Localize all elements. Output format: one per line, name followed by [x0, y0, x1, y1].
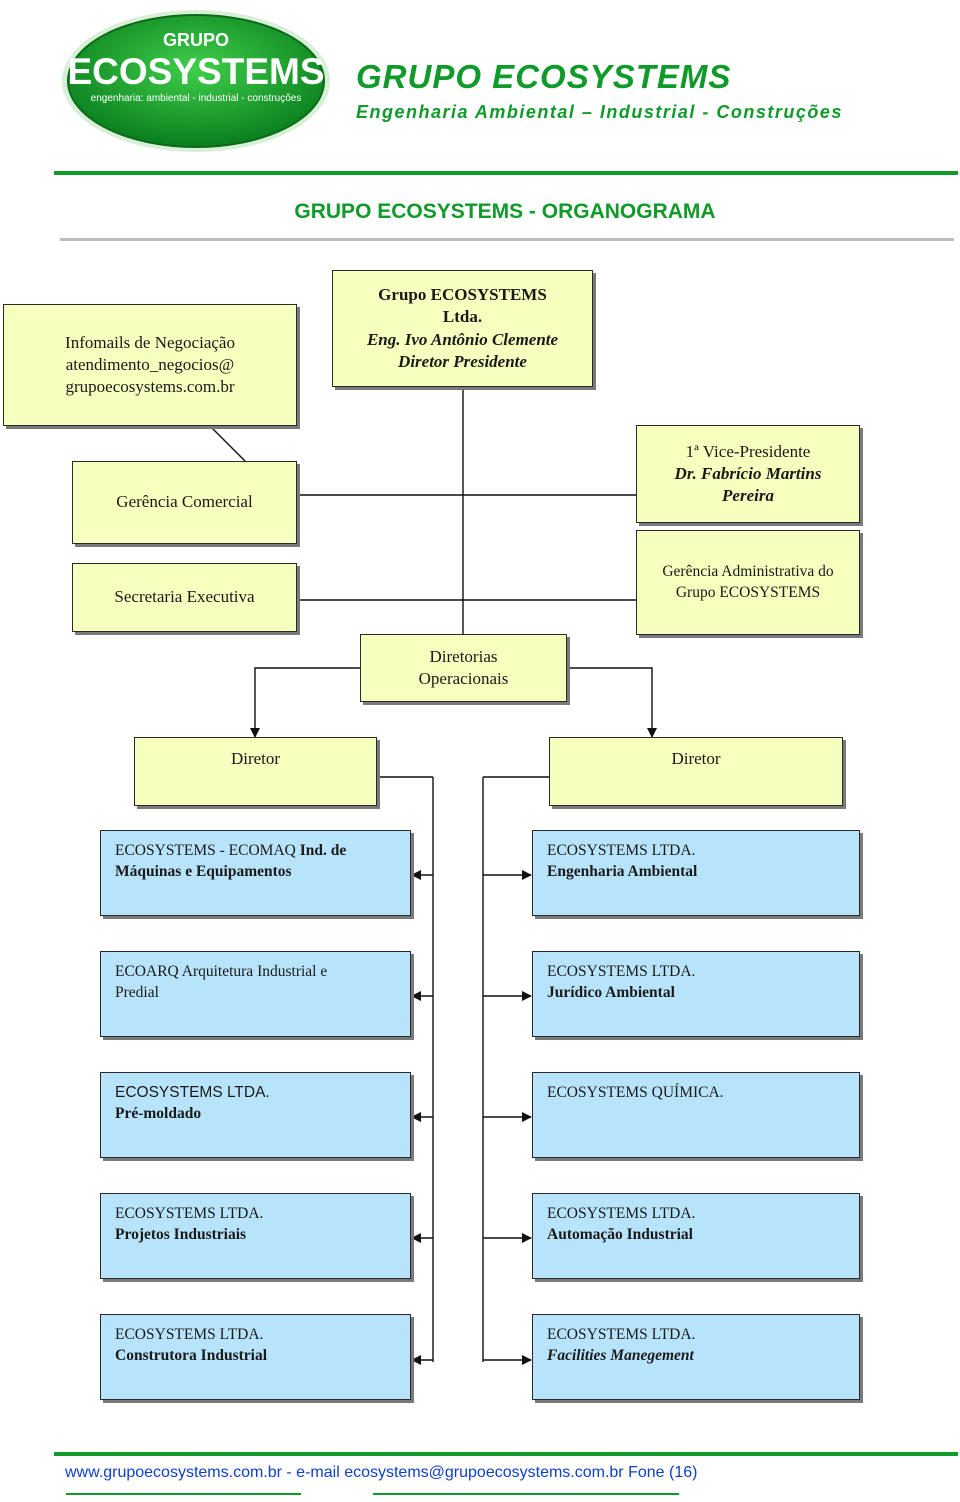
diretorias-operacionais-box: Diretorias Operacionais — [360, 634, 567, 702]
company-line2: Pré-moldado — [115, 1104, 202, 1122]
header-divider — [54, 171, 958, 175]
infomails-email-user: atendimento_negocios@ — [65, 354, 235, 374]
company-box-automacao: ECOSYSTEMS LTDA. Automação Industrial — [532, 1193, 860, 1279]
company-line2: Predial — [115, 983, 159, 1001]
footer-contact: www.grupoecosystems.com.br - e-mail ecos… — [65, 1464, 698, 1481]
vice-president-box: 1ª Vice-Presidente Dr. Fabrício Martins … — [636, 425, 860, 523]
company-line2: Construtora Industrial — [115, 1346, 268, 1364]
company-line1: ECOARQ Arquitetura Industrial e — [115, 963, 328, 980]
gerencia-administrativa-line2: Grupo ECOSYSTEMS — [675, 583, 821, 601]
company-box-projetos: ECOSYSTEMS LTDA. Projetos Industriais — [100, 1193, 411, 1279]
company-box-juridico-ambiental: ECOSYSTEMS LTDA. Jurídico Ambiental — [532, 951, 860, 1037]
gerencia-administrativa-line1: Gerência Administrativa do — [662, 563, 834, 581]
infomails-box: Infomails de Negociação atendimento_nego… — [3, 304, 297, 426]
footer-divider — [54, 1452, 958, 1456]
gerencia-comercial-label: Gerência Comercial — [116, 492, 253, 512]
title-underline — [60, 238, 954, 241]
svg-text:GRUPO: GRUPO — [163, 30, 229, 50]
president-name: Eng. Ivo Antônio Clemente — [366, 329, 559, 349]
president-company: Grupo ECOSYSTEMS — [378, 285, 547, 305]
company-line1: ECOSYSTEMS LTDA. — [547, 1326, 696, 1343]
company-line1: ECOSYSTEMS LTDA. — [547, 842, 696, 859]
diretorias-line1: Diretorias — [429, 646, 498, 666]
diretor-right-box: Diretor — [549, 737, 843, 806]
footer-rule-right — [373, 1493, 679, 1495]
infomails-email-domain: grupoecosystems.com.br — [65, 377, 235, 397]
company-box-facilities: ECOSYSTEMS LTDA. Facilities Manegement — [532, 1314, 860, 1400]
svg-text:ECOSYSTEMS: ECOSYSTEMS — [68, 51, 325, 92]
gerencia-comercial-box: Gerência Comercial — [72, 461, 297, 544]
company-line1: ECOSYSTEMS - ECOMAQ Ind. de — [115, 842, 347, 859]
vice-president-role: 1ª Vice-Presidente — [685, 441, 811, 461]
company-line2: Jurídico Ambiental — [547, 983, 675, 1001]
company-line1: ECOSYSTEMS LTDA. — [115, 1205, 264, 1222]
company-line1: ECOSYSTEMS QUÍMICA. — [547, 1084, 724, 1101]
vice-president-surname: Pereira — [722, 486, 774, 506]
company-line2: Projetos Industriais — [115, 1225, 247, 1243]
company-box-premoldado: ECOSYSTEMS LTDA. Pré-moldado — [100, 1072, 411, 1158]
secretaria-executiva-label: Secretaria Executiva — [114, 587, 255, 607]
company-line1: ECOSYSTEMS LTDA. — [115, 1326, 264, 1343]
president-role: Diretor Presidente — [398, 351, 527, 371]
company-box-ecomaq: ECOSYSTEMS - ECOMAQ Ind. de Máquinas e E… — [100, 830, 411, 916]
company-line2: Automação Industrial — [547, 1225, 693, 1243]
company-box-ecoarq: ECOARQ Arquitetura Industrial e Predial — [100, 951, 411, 1037]
president-box: Grupo ECOSYSTEMS Ltda. Eng. Ivo Antônio … — [332, 270, 593, 387]
secretaria-executiva-box: Secretaria Executiva — [72, 563, 297, 632]
president-ltda: Ltda. — [442, 307, 483, 327]
ecosystems-logo: GRUPO ECOSYSTEMS engenharia: ambiental -… — [62, 10, 330, 152]
company-box-engenharia-ambiental: ECOSYSTEMS LTDA. Engenharia Ambiental — [532, 830, 860, 916]
svg-text:engenharia: ambiental - indust: engenharia: ambiental - industrial - con… — [91, 93, 302, 104]
company-line2: Máquinas e Equipamentos — [115, 862, 292, 880]
gerencia-administrativa-box: Gerência Administrativa do Grupo ECOSYST… — [636, 530, 860, 635]
company-line1: ECOSYSTEMS LTDA. — [547, 1205, 696, 1222]
brand-subtitle: Engenharia Ambiental – Industrial - Cons… — [356, 102, 843, 122]
company-line2: Facilities Manegement — [547, 1346, 694, 1364]
brand-title: GRUPO ECOSYSTEMS — [356, 58, 732, 95]
company-box-quimica: ECOSYSTEMS QUÍMICA. — [532, 1072, 860, 1158]
company-box-construtora: ECOSYSTEMS LTDA. Construtora Industrial — [100, 1314, 411, 1400]
page-title: GRUPO ECOSYSTEMS - ORGANOGRAMA — [294, 200, 716, 223]
footer-rule-left — [66, 1493, 301, 1495]
vice-president-name: Dr. Fabrício Martins — [674, 463, 822, 483]
company-line2: Engenharia Ambiental — [547, 862, 698, 880]
diretor-right-label: Diretor — [671, 749, 721, 768]
diretorias-line2: Operacionais — [418, 669, 509, 688]
diretor-left-box: Diretor — [134, 737, 377, 806]
diretor-left-label: Diretor — [230, 749, 281, 768]
infomails-label: Infomails de Negociação — [65, 332, 235, 352]
company-line1: ECOSYSTEMS LTDA. — [547, 963, 696, 980]
company-line1: ECOSYSTEMS LTDA. — [115, 1084, 270, 1101]
